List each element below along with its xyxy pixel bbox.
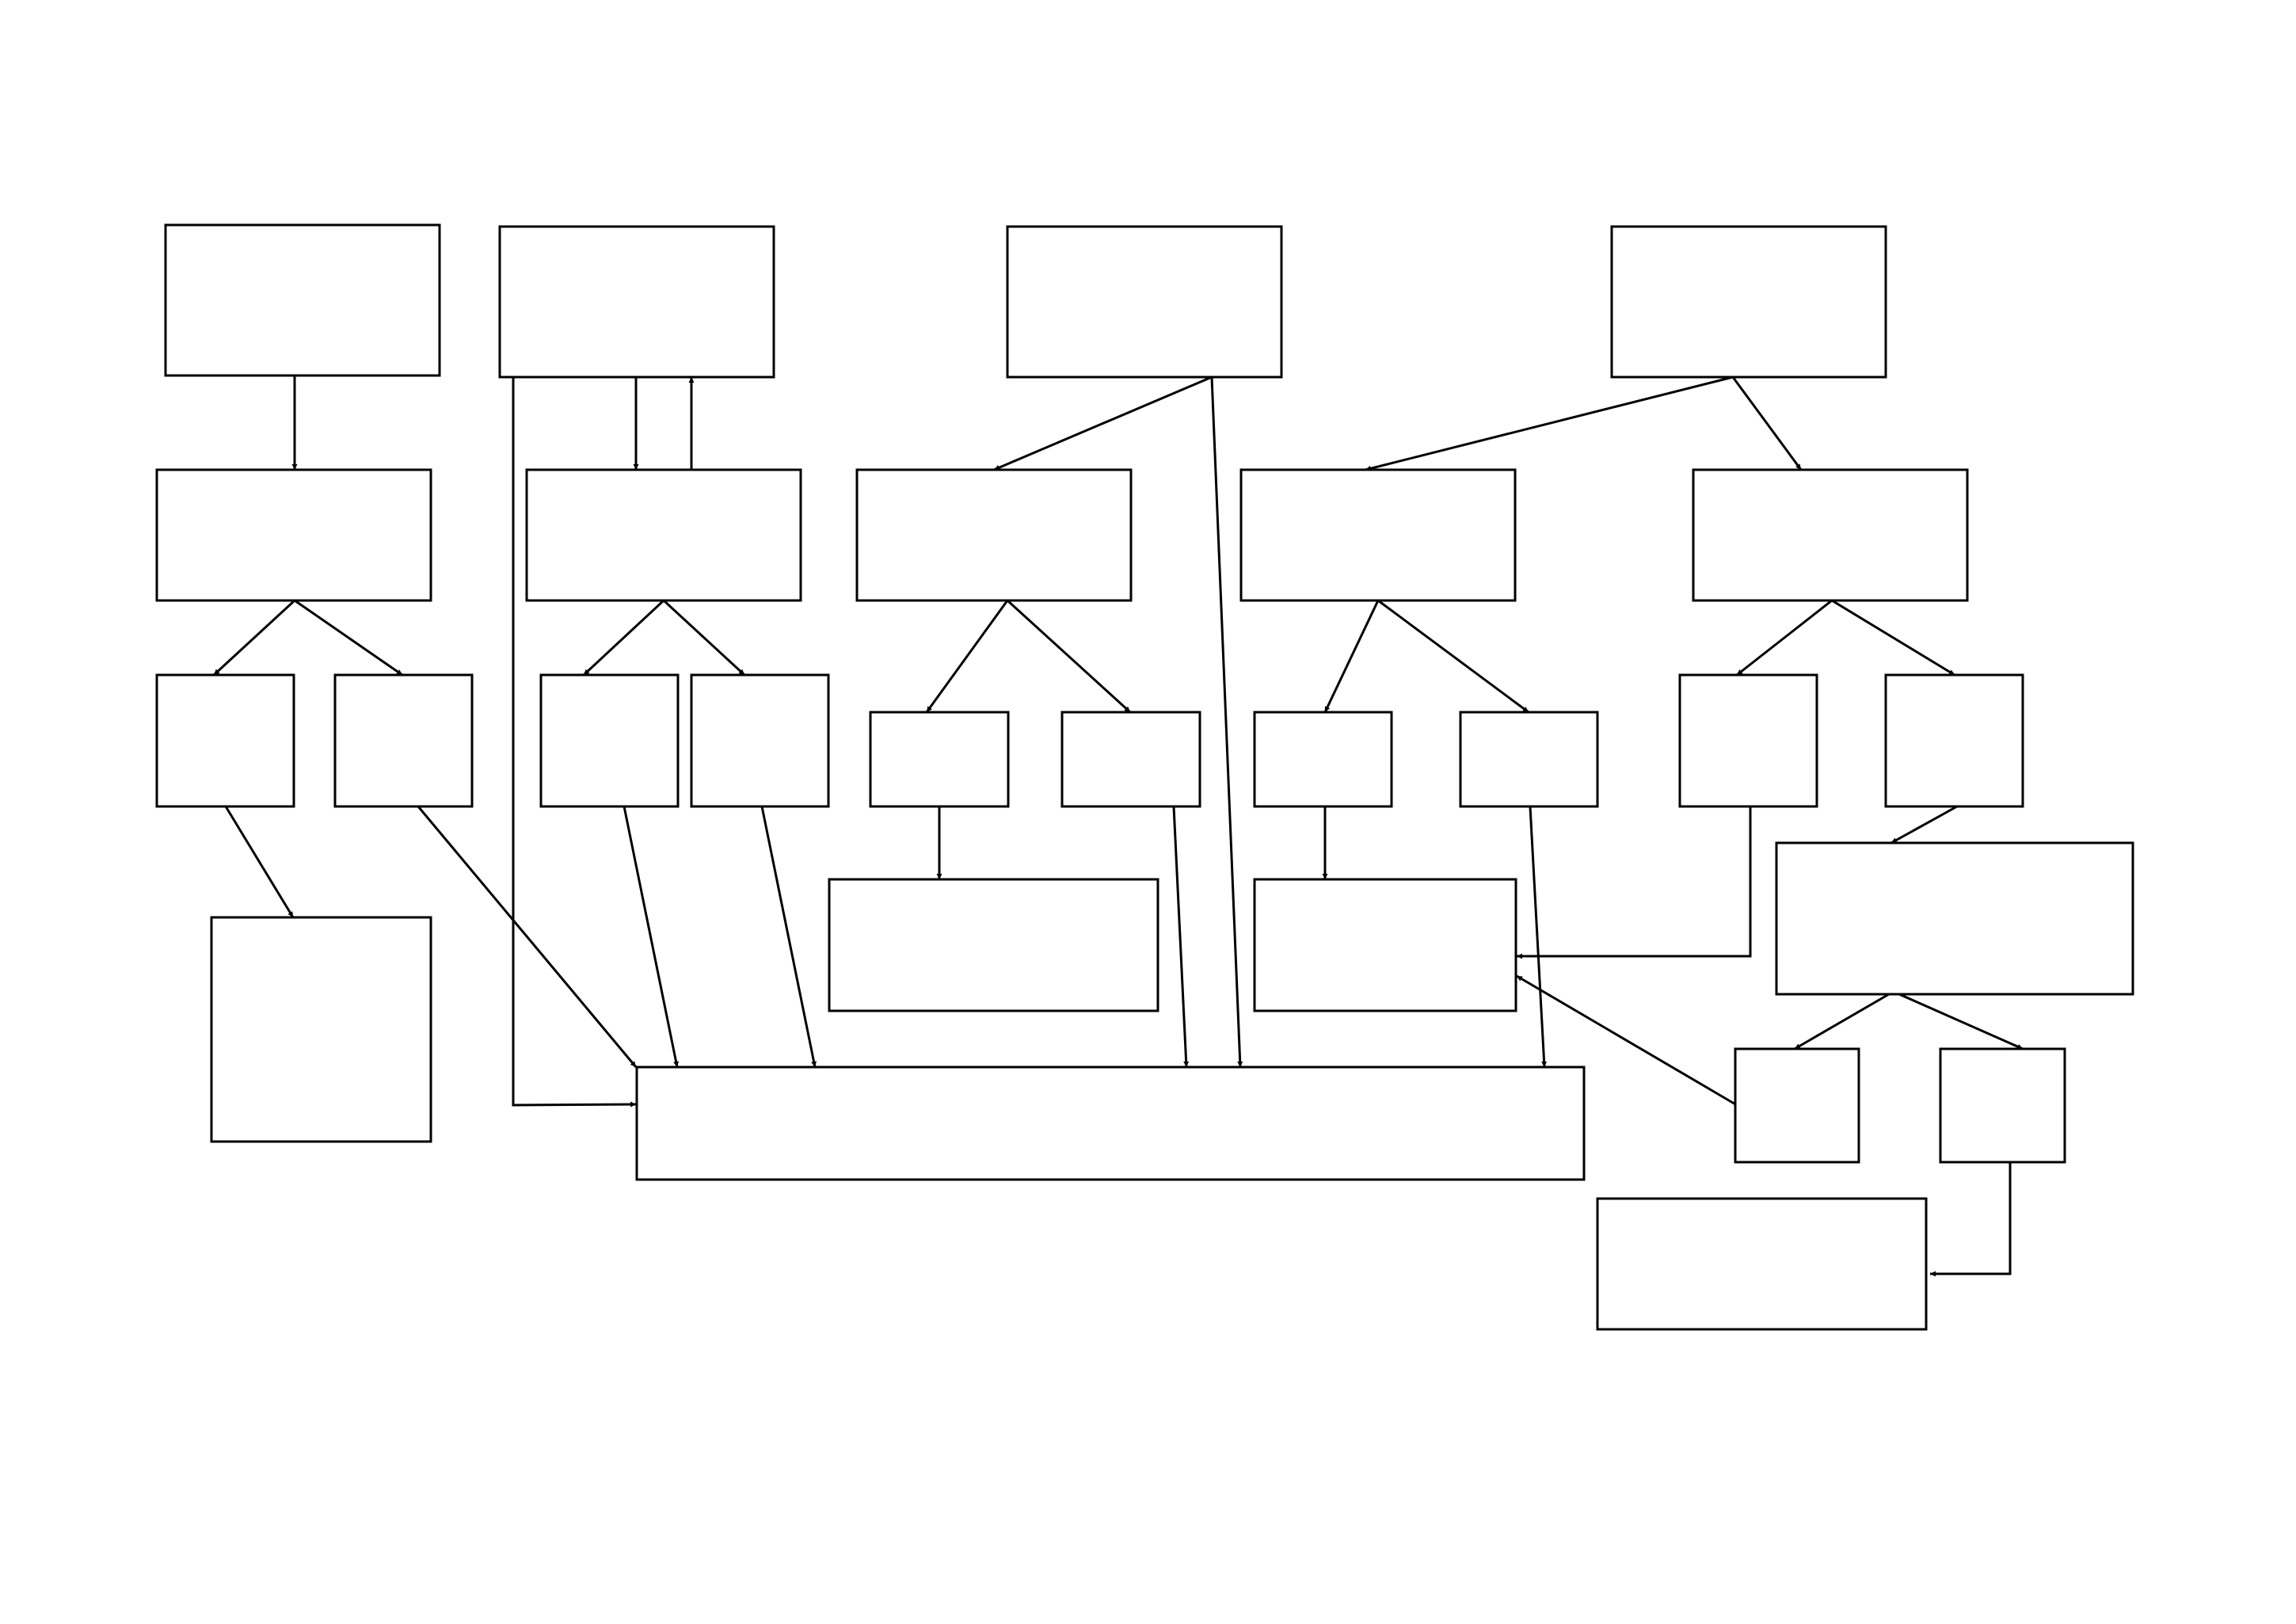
node-n28: [635, 1066, 1586, 1181]
node-n1: [164, 223, 441, 377]
node-n16: [1253, 711, 1393, 808]
nodes: [155, 223, 2134, 1331]
edges: [212, 376, 2024, 1277]
edge-n9-n19: [1831, 599, 1955, 677]
node-n10: [155, 673, 295, 808]
node-n11: [333, 673, 474, 808]
node-n13: [690, 673, 830, 808]
node-n5: [155, 468, 432, 602]
edge-n19-n23: [1890, 805, 1958, 844]
edge-n23-n24: [1794, 993, 1890, 1050]
node-n15: [1060, 711, 1201, 808]
edge-n10-n20: [224, 806, 295, 918]
edge-n9-n18: [1736, 599, 1833, 677]
edge-n8-n16: [1323, 600, 1380, 713]
edge-n2-n28: [512, 377, 637, 1107]
edge-n6-n13: [662, 599, 746, 677]
edge-n5-n10: [212, 599, 296, 677]
node-n12: [539, 673, 680, 808]
node-n7: [855, 468, 1133, 602]
edge-n7-n14: [925, 600, 1009, 713]
edge-n24-n22: [1516, 974, 1738, 1107]
edge-n25-n26: [1930, 1162, 2012, 1277]
node-n22: [1253, 878, 1517, 1012]
edge-n7-n15: [1006, 599, 1132, 714]
node-n14: [869, 711, 1010, 808]
edge-n3-n7: [993, 376, 1213, 471]
edge-n18-n22: [1517, 806, 1752, 959]
node-n3: [1006, 225, 1283, 379]
node-n6: [525, 468, 802, 602]
node-n17: [1459, 711, 1599, 808]
edge-n8-n17: [1377, 599, 1529, 714]
node-n8: [1239, 468, 1517, 602]
node-n23: [1775, 841, 2134, 996]
node-n24: [1734, 1047, 1860, 1164]
node-n9: [1692, 468, 1969, 602]
edge-n23-n25: [1898, 993, 2024, 1050]
edge-n4-n8: [1365, 376, 1734, 471]
edge-n4-n9: [1731, 376, 1803, 471]
node-n20: [210, 916, 432, 1143]
edge-n15-n28: [1172, 806, 1190, 1068]
edge-n3-n28: [1210, 376, 1243, 1068]
node-n25: [1939, 1047, 2066, 1164]
edge-n11-n28: [417, 806, 638, 1068]
node-n19: [1884, 673, 2024, 808]
edge-n13-n28: [760, 806, 817, 1068]
node-n21: [828, 878, 1159, 1012]
node-n4: [1610, 225, 1887, 379]
node-n18: [1678, 673, 1818, 808]
node-n2: [498, 225, 775, 379]
edge-n5-n11: [294, 599, 403, 677]
edge-n6-n12: [582, 599, 665, 677]
edge-n17-n28: [1529, 806, 1548, 1068]
edge-n12-n28: [623, 806, 680, 1068]
node-n26: [1596, 1197, 1928, 1331]
